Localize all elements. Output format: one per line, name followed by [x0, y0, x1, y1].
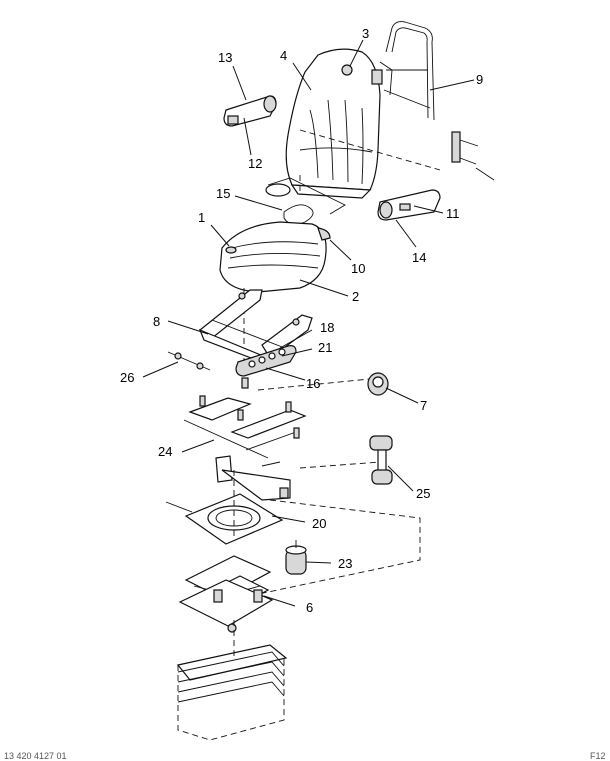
armrest-right: [377, 189, 441, 221]
callout-1: 1: [198, 210, 205, 225]
seat-frame: [198, 289, 313, 368]
callout-2: 2: [352, 289, 359, 304]
callout-20: 20: [312, 516, 326, 531]
callout-15: 15: [216, 186, 230, 201]
callout-4: 4: [280, 48, 287, 63]
release-rod: [167, 351, 211, 371]
callout-26: 26: [120, 370, 134, 385]
seat-cushion: [219, 221, 331, 293]
swivel-plate: [165, 470, 284, 545]
leader-lines: [142, 39, 475, 607]
callout-9: 9: [476, 72, 483, 87]
callout-25: 25: [416, 486, 430, 501]
callout-7: 7: [420, 398, 427, 413]
callout-14: 14: [412, 250, 426, 265]
scissor-suspension: [178, 555, 274, 633]
slide-rails: [183, 377, 307, 459]
callout-6: 6: [306, 600, 313, 615]
callout-16: 16: [306, 376, 320, 391]
callout-8: 8: [153, 314, 160, 329]
callout-13: 13: [218, 50, 232, 65]
control-panel: [235, 345, 297, 377]
page-code: F12: [590, 751, 606, 761]
callout-18: 18: [320, 320, 334, 335]
armrest-left: [223, 95, 277, 127]
callout-21: 21: [318, 340, 332, 355]
head-frame: [371, 21, 495, 181]
callout-24: 24: [158, 444, 172, 459]
callout-23: 23: [338, 556, 352, 571]
lower-cover: [176, 620, 288, 741]
figure-code: 13 420 4127 01: [4, 751, 67, 761]
callout-11: 11: [446, 206, 460, 221]
mount-bracket: [215, 455, 291, 501]
callout-10: 10: [351, 261, 365, 276]
shock-absorber: [369, 435, 393, 485]
callout-12: 12: [248, 156, 262, 171]
air-spring: [285, 540, 307, 575]
callout-3: 3: [362, 26, 369, 41]
adjustment-knob: [367, 372, 389, 396]
